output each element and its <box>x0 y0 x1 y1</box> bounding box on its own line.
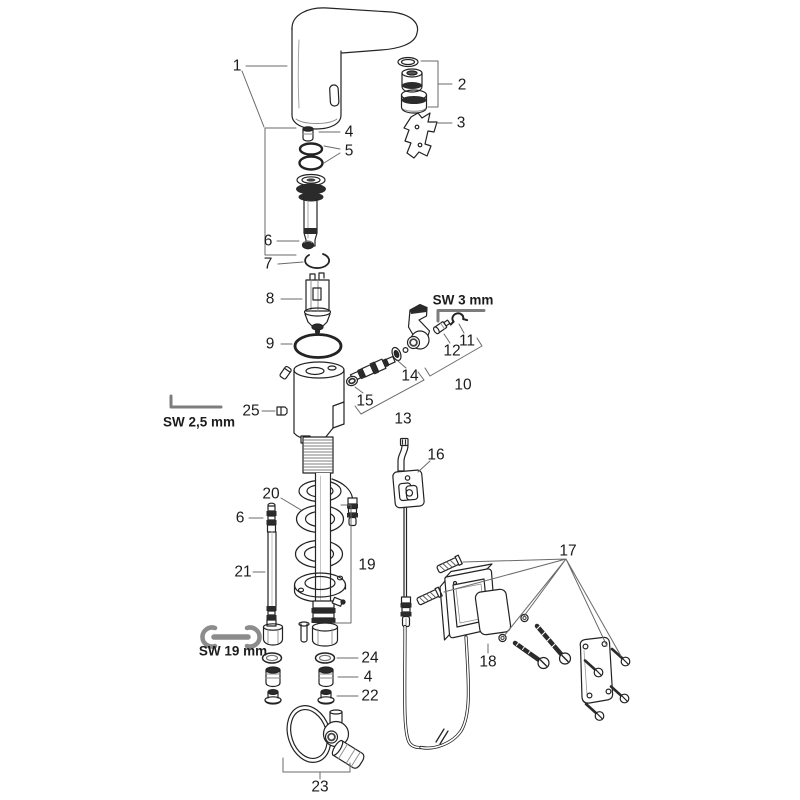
mounting-body <box>279 361 345 446</box>
sensor-window <box>329 84 340 107</box>
seal-22 <box>264 688 335 705</box>
valve-lever-assembly <box>346 303 486 387</box>
plate-screws <box>583 647 631 721</box>
plug-connector <box>397 437 409 472</box>
shaft-tube <box>314 472 332 605</box>
ring-15 <box>346 375 358 387</box>
allen-key-icon-3mm <box>436 309 486 323</box>
aerator-parts <box>397 56 428 114</box>
flow-restrictor-4 <box>302 126 314 142</box>
supply-hose <box>262 502 284 646</box>
seal-6-top <box>301 240 315 250</box>
cartridge-8 <box>303 272 332 335</box>
sensor-cable-connector <box>331 478 358 527</box>
screw-12 <box>432 319 451 335</box>
open-end-wrench-icon <box>200 625 262 649</box>
faucet-body-illustration <box>291 7 419 130</box>
washer-14 <box>391 346 402 362</box>
leader-lines <box>241 60 622 780</box>
angle-valve <box>286 705 365 769</box>
screw-washers <box>498 613 529 643</box>
cable-16 <box>400 506 412 628</box>
service-key <box>403 112 438 159</box>
junction-box-18 <box>439 563 512 641</box>
mounting-flange <box>293 572 347 603</box>
spout-pipe <box>296 173 326 247</box>
small-bolt <box>298 621 310 643</box>
washer-24 <box>261 652 336 664</box>
battery-box-16 <box>392 469 425 509</box>
cable-loop <box>403 624 471 750</box>
set-screw-25 <box>276 406 288 416</box>
check-valve-right <box>311 596 346 647</box>
o-rings-5 <box>298 142 324 171</box>
set-screw-loose <box>279 365 292 380</box>
long-screws <box>512 623 572 670</box>
large-o-ring-9 <box>293 333 343 359</box>
wall-anchor-1 <box>436 554 463 574</box>
threaded-shank <box>302 436 334 474</box>
snap-ring-7 <box>304 253 330 269</box>
filter-4 <box>265 666 334 688</box>
junction-box-cover <box>474 588 512 636</box>
clip-11 <box>449 312 469 326</box>
wall-anchor-2 <box>416 586 443 606</box>
spindle-13 <box>349 355 396 382</box>
allen-key-icon-2-5mm <box>169 394 223 409</box>
